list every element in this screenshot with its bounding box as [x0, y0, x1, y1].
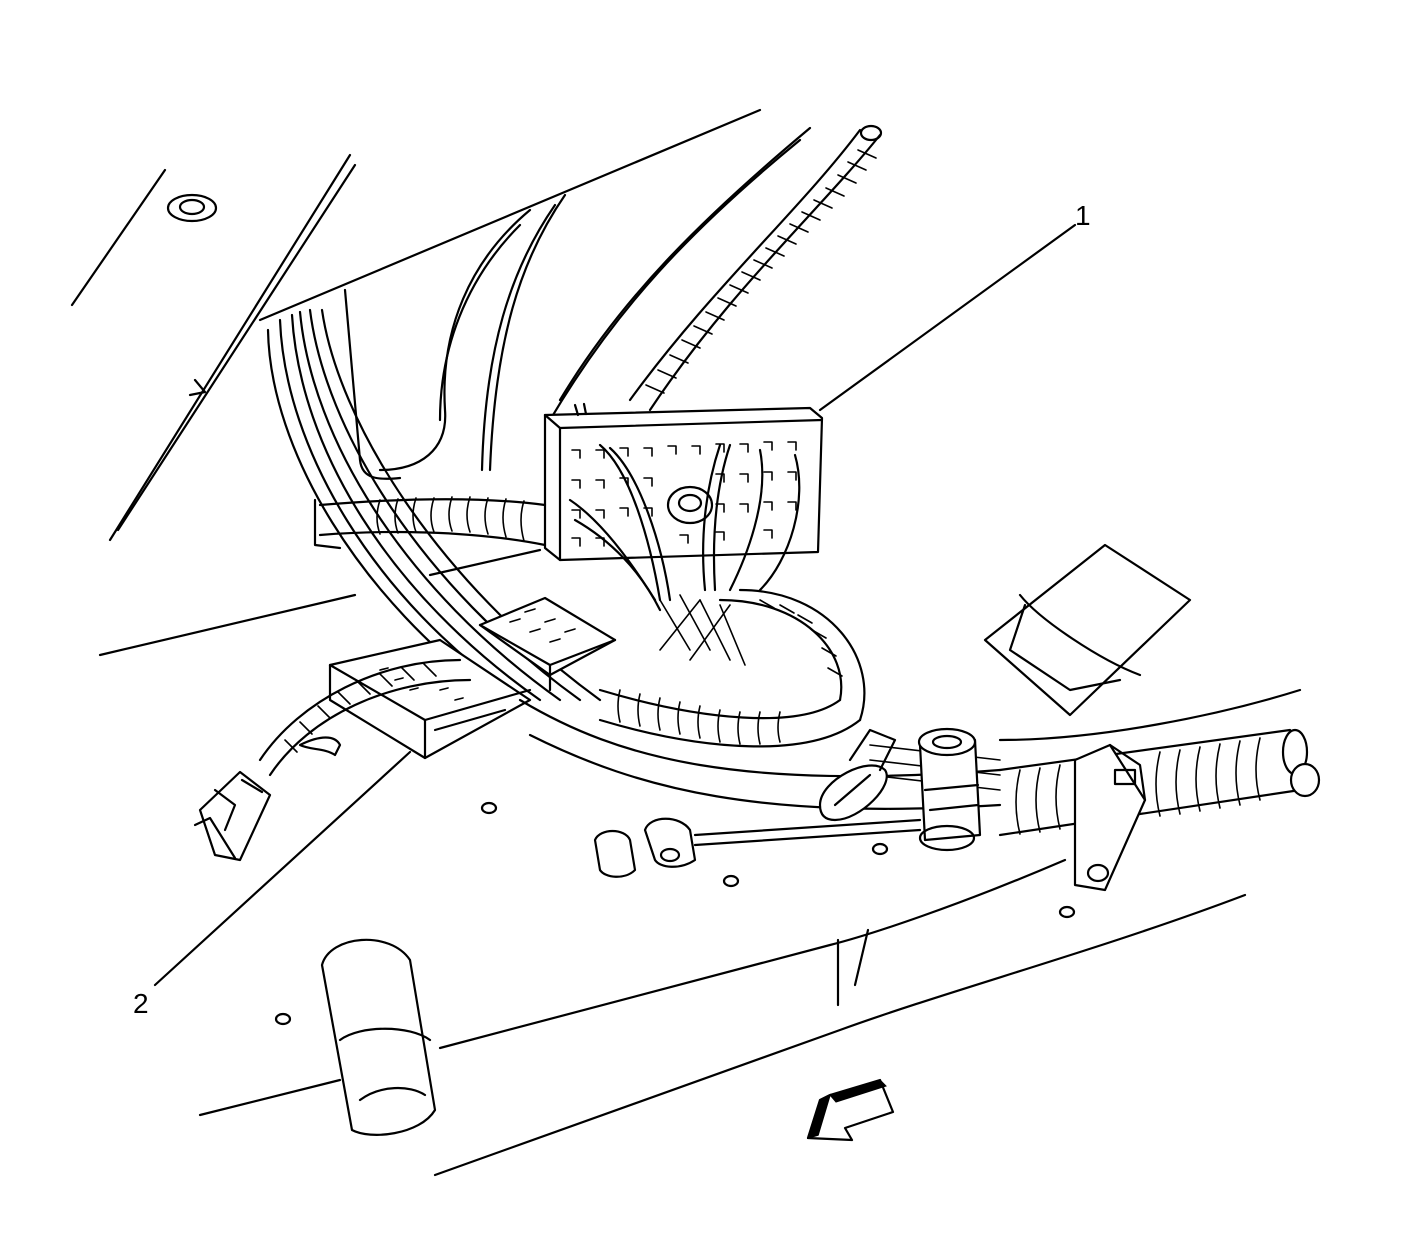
- front-direction-arrow-icon: [806, 1078, 895, 1142]
- harness-conduit-right-end: [998, 728, 1321, 892]
- harness-conduit-upper: [628, 124, 883, 412]
- floor-tube: [320, 938, 437, 1136]
- wheelhouse-inner-panel: [343, 126, 812, 480]
- body-panel-upper: [70, 108, 762, 542]
- callout-2: 2: [133, 988, 149, 1019]
- leader-line-1: [818, 223, 1077, 412]
- floor-hook: [298, 736, 342, 757]
- floor-hose: [593, 817, 922, 878]
- leader-line-2: [153, 750, 412, 987]
- floor-pan: [98, 548, 1302, 1177]
- harness-conduit-middle: [313, 496, 547, 550]
- harness-grommet: [917, 727, 982, 852]
- connector-1-large: [543, 402, 824, 612]
- callout-leaders: [153, 223, 1077, 987]
- connector-small-top: [478, 596, 617, 692]
- harness-conduit-lower-left: [193, 658, 472, 862]
- harness-conduit-main-right: [518, 588, 1002, 810]
- connector-2-small: [328, 638, 532, 760]
- floor-pad-right: [983, 543, 1192, 717]
- sensor-connector: [818, 728, 897, 822]
- callout-1: 1: [1075, 200, 1091, 231]
